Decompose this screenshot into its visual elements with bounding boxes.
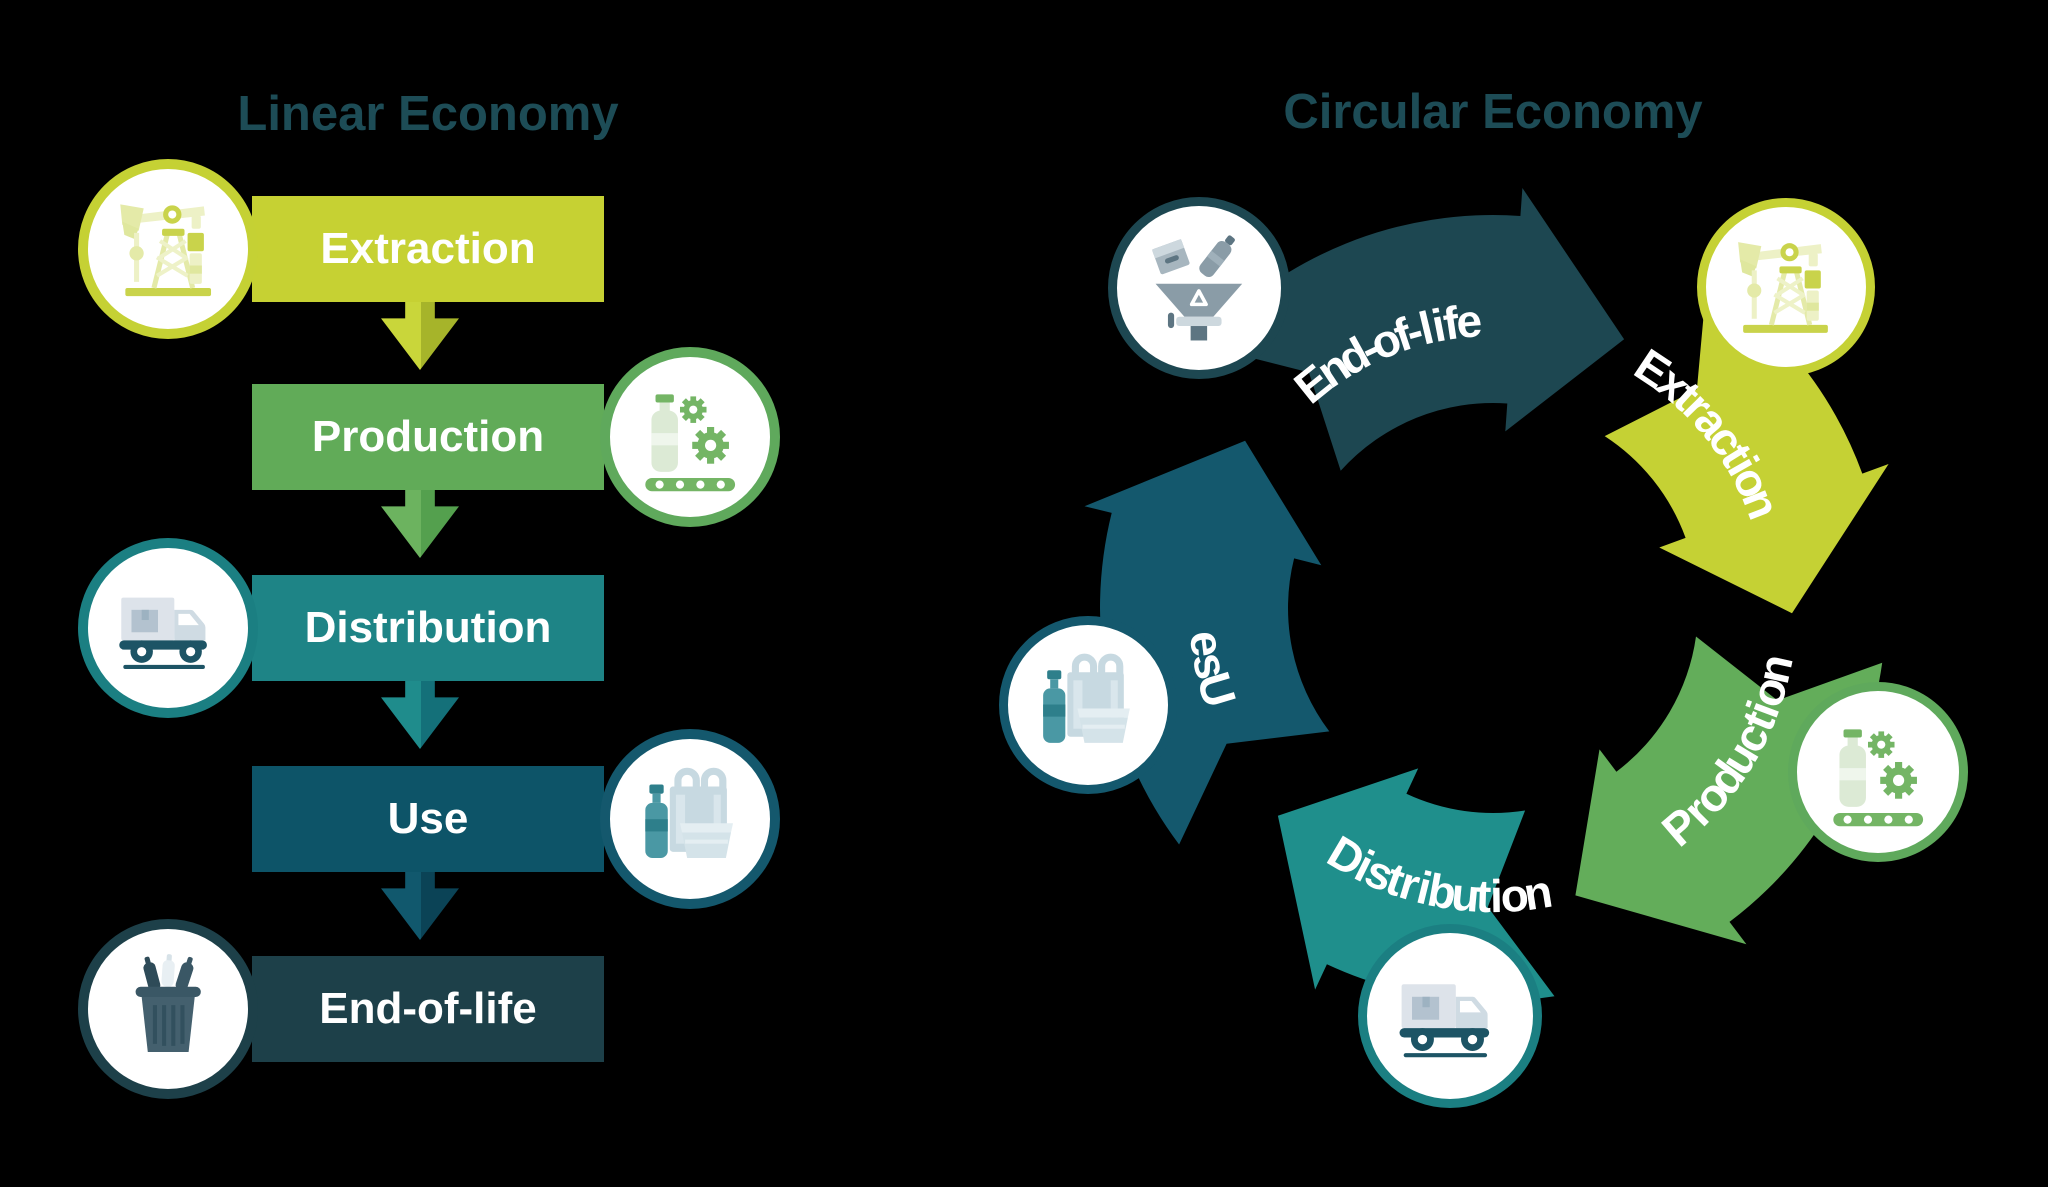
recycling-machine-icon-art <box>1137 226 1261 350</box>
bottle-factory-icon <box>600 347 780 527</box>
flow-arrow-down <box>381 872 459 940</box>
linear-step-banner-use: Use <box>252 766 604 872</box>
segment-label-char: e <box>1180 628 1235 660</box>
cycle-segment-extraction <box>1604 278 1889 614</box>
linear-step-label: End-of-life <box>319 984 537 1033</box>
linear-step-banner-distribution: Distribution <box>252 575 604 681</box>
linear-step-label: Extraction <box>320 224 536 273</box>
oil-pump-icon <box>78 159 258 339</box>
cycle-segment-production <box>1575 636 1883 945</box>
plastic-waste-icon-art <box>1027 644 1148 765</box>
oil-pump-icon-art <box>107 188 229 310</box>
plastic-waste-icon <box>600 729 780 909</box>
recycling-machine-icon <box>1108 197 1290 379</box>
bottle-factory-icon-art <box>629 376 751 498</box>
linear-step-banner-extraction: Extraction <box>252 196 604 302</box>
segment-label-char: u <box>1449 867 1482 921</box>
bottle-factory-icon <box>1788 682 1968 862</box>
segment-label-char: e <box>1454 294 1484 348</box>
linear-economy-title: Linear Economy <box>237 87 619 141</box>
segment-label-char: o <box>1499 868 1531 922</box>
segment-label-char: i <box>1490 870 1503 922</box>
cycle-segment-end-of-life <box>1200 188 1625 471</box>
circular-economy-title: Circular Economy <box>1283 85 1703 139</box>
linear-step-label: Production <box>311 412 545 461</box>
linear-step-label: Use <box>387 794 469 843</box>
linear-step-label: Distribution <box>304 603 552 652</box>
delivery-truck-icon-art <box>1387 953 1512 1078</box>
oil-pump-icon-art <box>1725 226 1846 347</box>
linear-step-banner-production: Production <box>252 384 604 490</box>
delivery-truck-icon <box>78 538 258 718</box>
flow-arrow-down <box>381 681 459 749</box>
delivery-truck-icon <box>1358 924 1542 1108</box>
flow-arrow-down <box>381 302 459 370</box>
trash-can-icon <box>78 919 258 1099</box>
trash-can-icon-art <box>107 948 229 1070</box>
segment-label-char: t <box>1475 870 1492 922</box>
delivery-truck-icon-art <box>107 567 229 689</box>
plastic-waste-icon <box>999 616 1177 794</box>
linear-step-banner-end-of-life: End-of-life <box>252 956 604 1062</box>
flow-arrow-down <box>381 490 459 558</box>
oil-pump-icon <box>1697 198 1875 376</box>
bottle-factory-icon-art <box>1817 711 1939 833</box>
plastic-waste-icon-art <box>629 758 751 880</box>
